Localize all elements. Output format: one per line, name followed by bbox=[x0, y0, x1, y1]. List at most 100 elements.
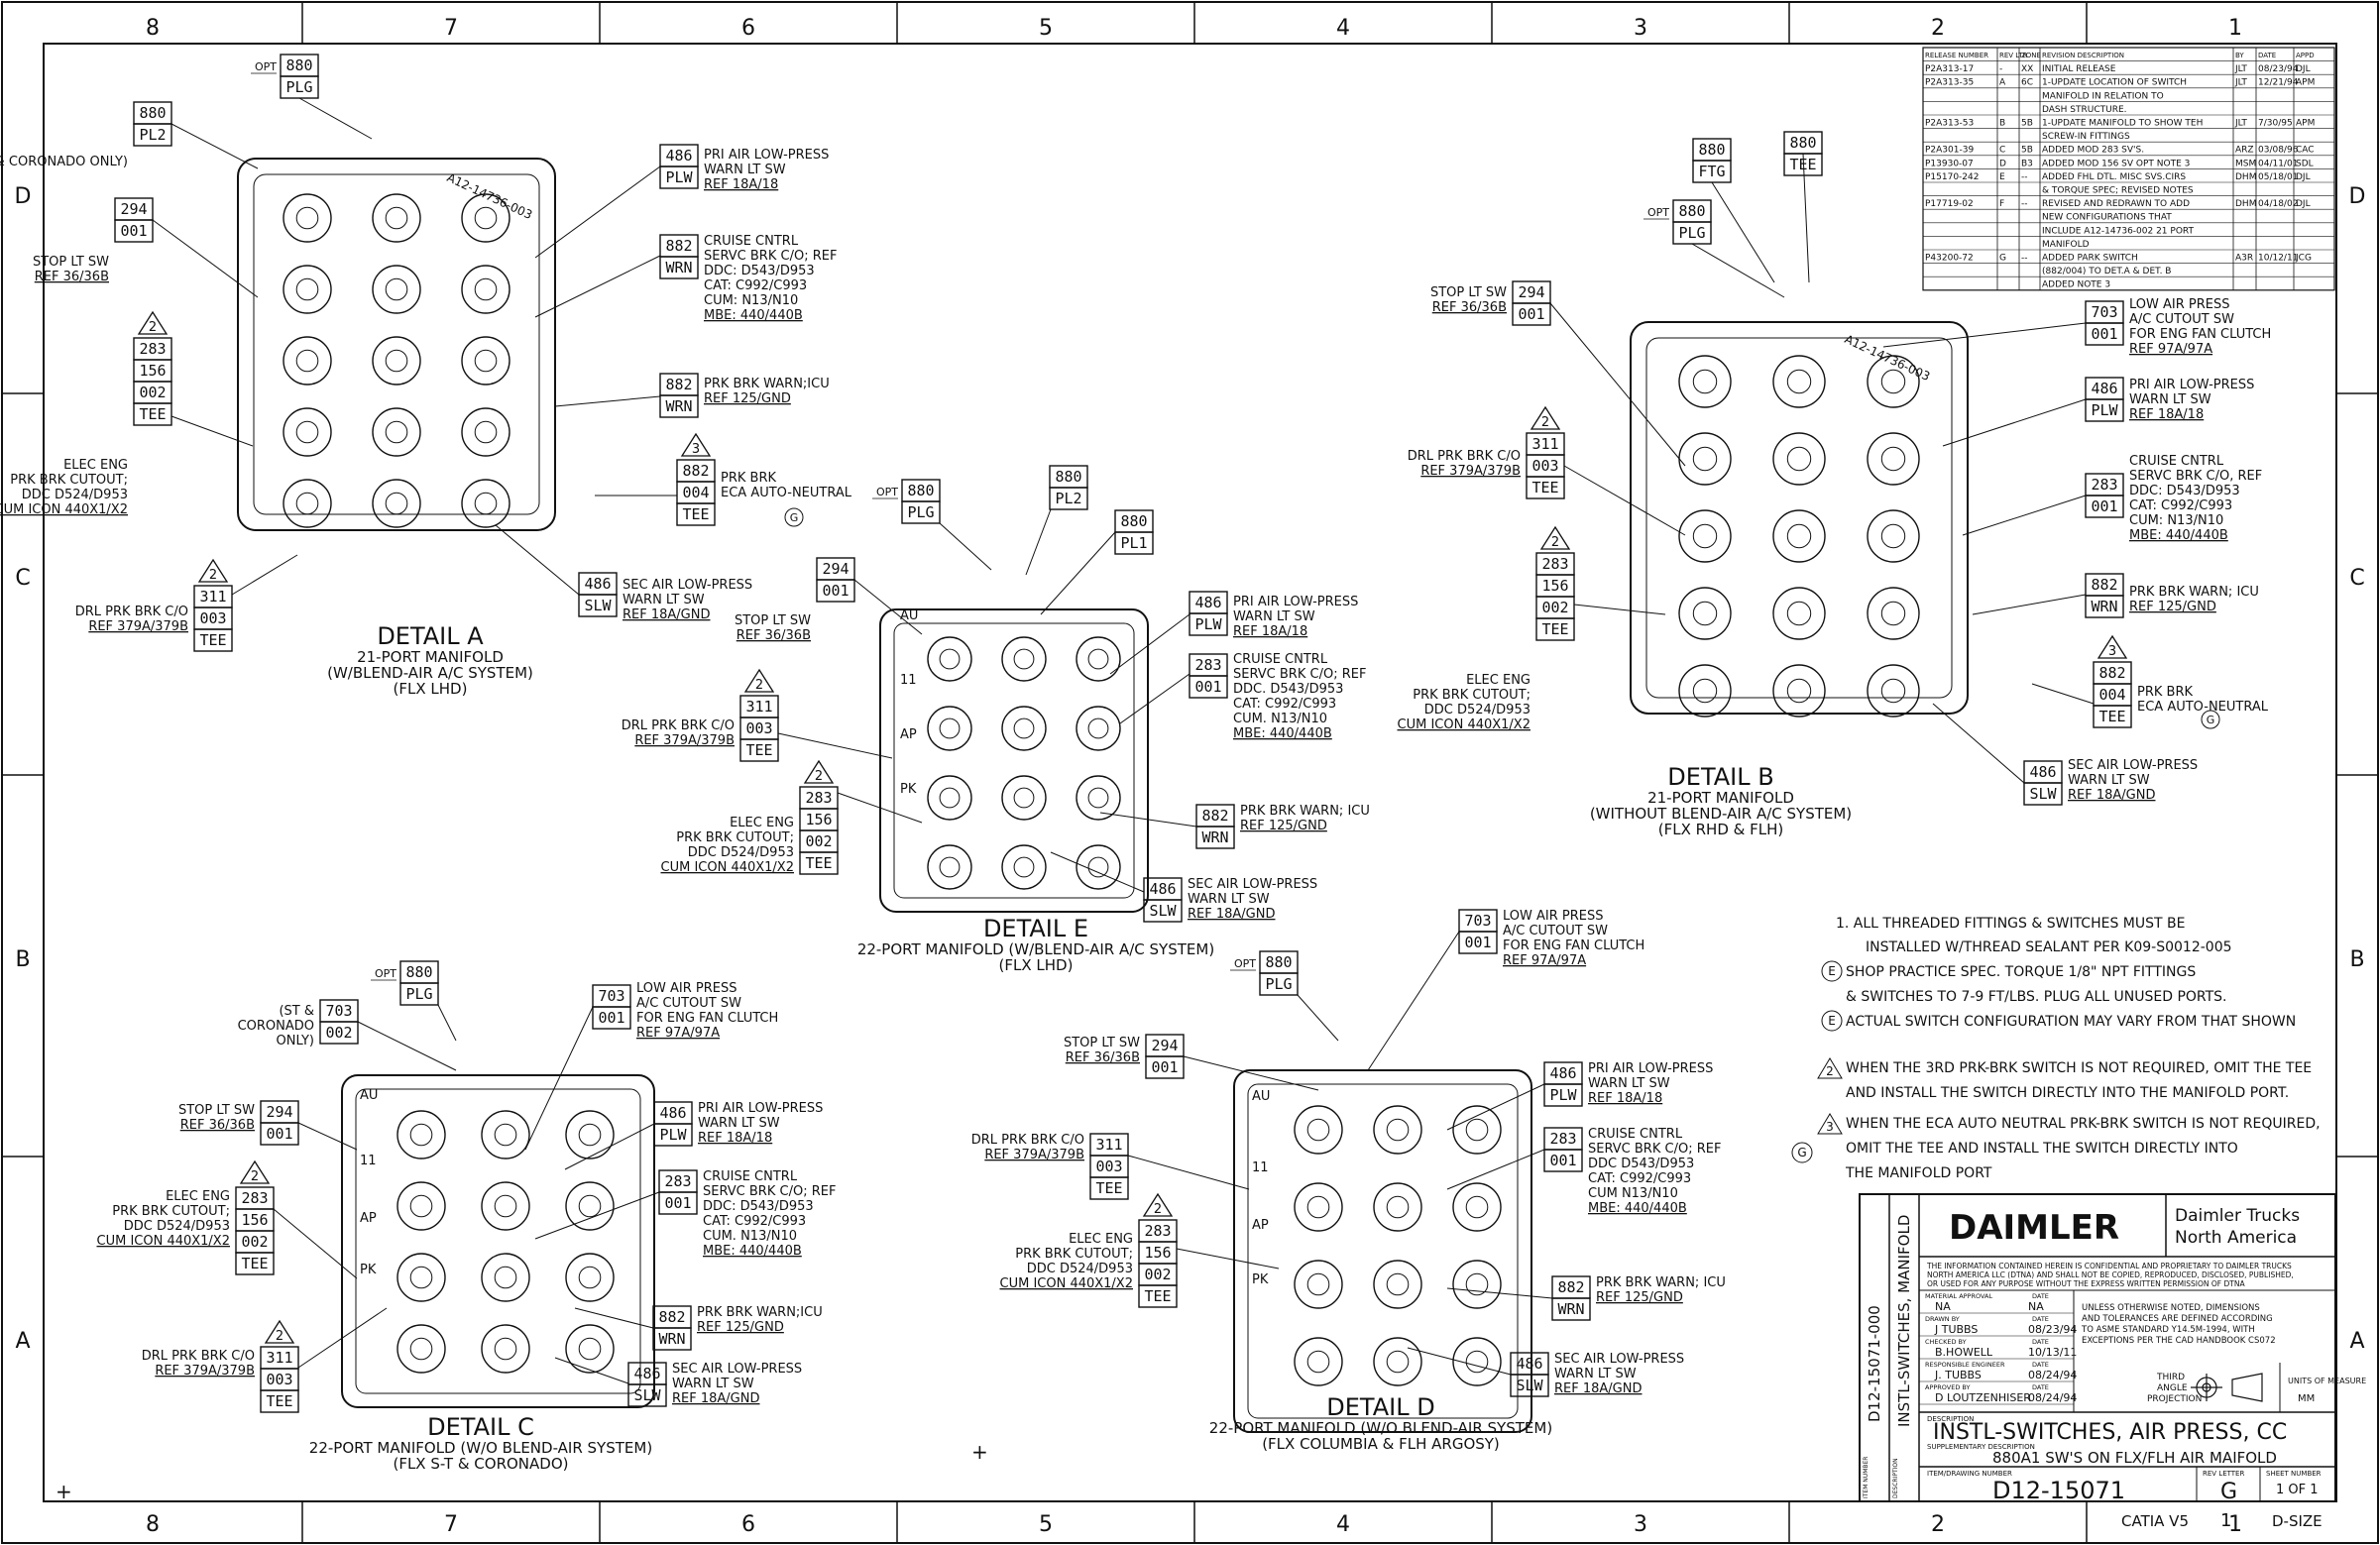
callout-text: ELEC ENG bbox=[1466, 673, 1530, 688]
callout-text: PRI AIR LOW-PRESS bbox=[704, 148, 829, 163]
confidential-line: NORTH AMERICA LLC (DTNA) AND SHALL NOT B… bbox=[1927, 1270, 2294, 1279]
port-fitting bbox=[1465, 1350, 1489, 1374]
leader-line bbox=[1367, 931, 1460, 1071]
callout-box bbox=[2085, 595, 2124, 618]
callout-box-value: SLW bbox=[584, 597, 612, 614]
zone-column-label: 5 bbox=[1039, 1512, 1053, 1537]
signature-date: 08/23/94 bbox=[2028, 1323, 2077, 1336]
detail-subtitle: 22-PORT MANIFOLD (W/BLEND-AIR A/C SYSTEM… bbox=[857, 940, 1214, 958]
detail-title: DETAIL A bbox=[377, 622, 484, 650]
callout-box-value: 880 bbox=[907, 482, 934, 499]
leader-line bbox=[939, 522, 992, 571]
tolerance-line: TO ASME STANDARD Y14.5M-1994, WITH bbox=[2081, 1325, 2255, 1335]
callout-text: ECA AUTO-NEUTRAL bbox=[721, 486, 852, 500]
callout-text: CRUISE CNTRL bbox=[1233, 652, 1328, 667]
leader-line bbox=[564, 1123, 655, 1170]
port-fitting bbox=[1692, 678, 1718, 704]
port-fitting bbox=[283, 193, 332, 243]
port-fitting bbox=[1306, 1118, 1330, 1142]
leader-line bbox=[1109, 613, 1190, 675]
callout-text: REF 97A/97A bbox=[1503, 953, 1586, 968]
revision-cell: JLT bbox=[2234, 78, 2247, 88]
projection-line-1: THIRD bbox=[2156, 1373, 2185, 1382]
revision-cell: -- bbox=[2021, 172, 2028, 182]
callout-text: REF 125/GND bbox=[2129, 600, 2216, 614]
port-fitting bbox=[494, 1123, 517, 1147]
callout-text: STOP LT SW bbox=[178, 1103, 255, 1118]
callout-box-value: 004 bbox=[2098, 686, 2125, 704]
callout-text: REF 379A/379B bbox=[984, 1148, 1084, 1162]
port-fitting bbox=[1678, 587, 1732, 640]
callout-box-value: PLW bbox=[2091, 401, 2118, 419]
callout-box-value: 880 bbox=[1120, 512, 1147, 530]
leader-line bbox=[777, 732, 893, 759]
signature-date-label: DATE bbox=[2032, 1315, 2049, 1323]
port-fitting bbox=[1294, 1337, 1343, 1386]
callout-box bbox=[1543, 1083, 1583, 1107]
callout-text: DDC. D543/D953 bbox=[1233, 682, 1343, 697]
callout-text: CORONADO bbox=[238, 1019, 314, 1034]
callout-box bbox=[676, 502, 716, 526]
callout-box-value: 002 bbox=[139, 384, 166, 401]
callout-text: A/C CUTOUT SW bbox=[636, 996, 741, 1011]
leader-line bbox=[1446, 1287, 1553, 1299]
callout-box-value: SLW bbox=[633, 1386, 661, 1404]
port-fitting bbox=[1465, 1118, 1489, 1142]
callout-box-value: 294 bbox=[120, 200, 147, 218]
signature-date-label: DATE bbox=[2032, 1292, 2049, 1300]
callout-text: CUM ICON 440X1/X2 bbox=[1000, 1276, 1134, 1291]
port-fitting bbox=[372, 336, 421, 386]
callout-text: DDC D524/D953 bbox=[124, 1219, 230, 1234]
port-fitting bbox=[397, 1110, 446, 1159]
callout-box-value: 283 bbox=[139, 340, 166, 358]
callout-text: CUM: N13/N10 bbox=[704, 293, 798, 308]
side-description: INSTL-SWITCHES, MANIFOLD bbox=[1895, 1215, 1913, 1427]
revision-cell: C bbox=[1999, 146, 2005, 156]
leader-line bbox=[273, 1208, 358, 1279]
port-fitting bbox=[372, 265, 421, 314]
callout-text: FOR ENG FAN CLUTCH bbox=[1503, 938, 1644, 953]
leader-line bbox=[170, 415, 254, 447]
port-fitting bbox=[1386, 1350, 1410, 1374]
callout-box-value: 703 bbox=[1464, 912, 1491, 930]
port-fitting bbox=[1306, 1195, 1330, 1219]
port-fitting bbox=[1772, 509, 1826, 563]
revision-cell: APM bbox=[2296, 78, 2315, 88]
revision-cell: P43200-72 bbox=[1925, 254, 1974, 264]
leader-line bbox=[1573, 604, 1666, 615]
port-fitting bbox=[1306, 1272, 1330, 1296]
revision-cell: DHM bbox=[2235, 172, 2256, 182]
callout-box-value: TEE bbox=[805, 854, 832, 872]
note-flag-number: 2 bbox=[276, 1329, 283, 1344]
callout-text: REF 18A/GND bbox=[623, 607, 710, 622]
note-flag-icon bbox=[1142, 1192, 1174, 1217]
units-value: MM bbox=[2298, 1393, 2315, 1404]
signature-date-label: DATE bbox=[2032, 1338, 2049, 1346]
leader-line bbox=[1972, 594, 2087, 615]
note-flag-number: 2 bbox=[251, 1169, 259, 1184]
callout-box-value: 703 bbox=[598, 987, 624, 1005]
callout-box-value: 294 bbox=[822, 560, 849, 578]
callout-box bbox=[260, 1389, 299, 1413]
general-note-text: & SWITCHES TO 7-9 FT/LBS. PLUG ALL UNUSE… bbox=[1846, 989, 2227, 1005]
manifold-e-port-au: AU bbox=[900, 608, 918, 623]
manifold-e-inner bbox=[893, 622, 1135, 899]
note-flag-number: 2 bbox=[209, 568, 217, 583]
revision-cell: 04/18/02 bbox=[2258, 199, 2298, 209]
port-fitting bbox=[295, 492, 319, 515]
signature-role: MATERIAL APPROVAL bbox=[1925, 1292, 1992, 1300]
callout-box-value: PL2 bbox=[1055, 490, 1081, 507]
leader-line bbox=[297, 1307, 388, 1369]
callout-box-value: 001 bbox=[266, 1125, 292, 1143]
callout-box-value: 001 bbox=[598, 1009, 624, 1027]
callout-box-value: SLW bbox=[1516, 1377, 1543, 1394]
port-fitting bbox=[1692, 446, 1718, 472]
